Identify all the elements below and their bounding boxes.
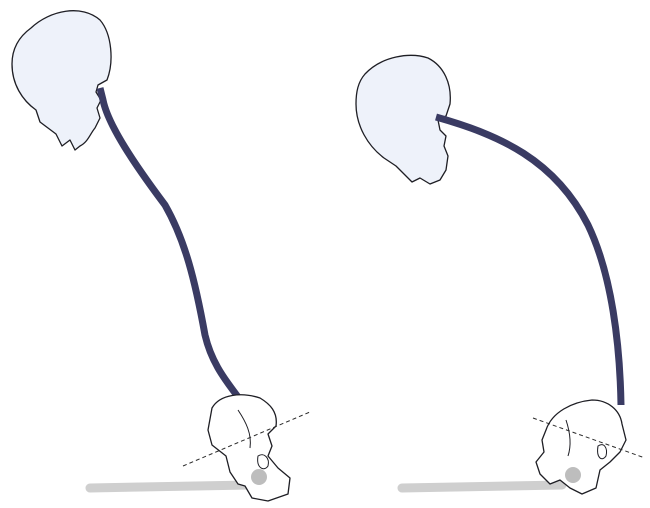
right-femoral-head (565, 467, 581, 483)
right-pelvis (536, 400, 626, 494)
right-femur (402, 485, 562, 488)
right-spine (436, 117, 621, 405)
left-femur (90, 485, 250, 488)
right-posture-figure (356, 55, 645, 494)
left-posture-figure (12, 11, 310, 501)
left-skull (12, 11, 111, 150)
left-spine (100, 88, 238, 397)
left-femoral-head (251, 469, 267, 485)
